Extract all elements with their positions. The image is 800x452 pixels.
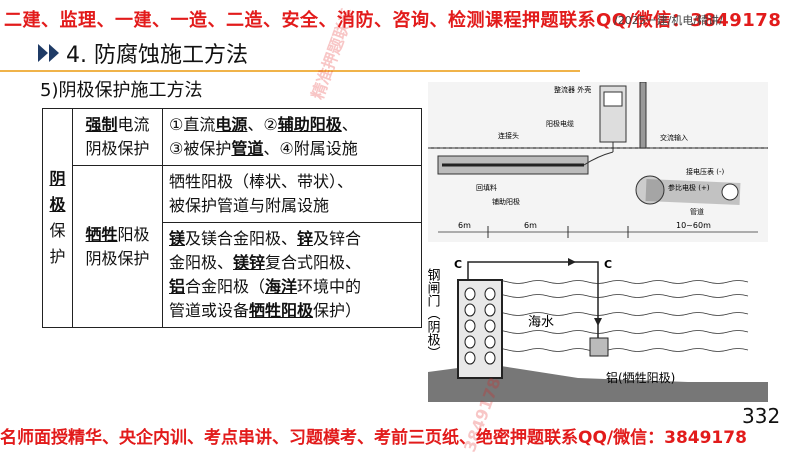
dim-3: 10~60m <box>676 221 711 230</box>
cathodic-protection-diagram: 整流器 外壳 交流输入 连接头 阳极电缆 回填料 铺助阳极 接电压表 (-) 参… <box>428 82 768 402</box>
row-header: 阴 极 保 护 <box>42 108 73 328</box>
row-header-char: 护 <box>49 247 66 266</box>
anode-label: 铺助阳极 <box>492 197 520 206</box>
sacrificial-anode-illustration: C C 海水 铝(牺牲阳极) 钢闸门（阴极） <box>428 254 768 402</box>
seabed <box>428 364 768 402</box>
dc-neg-label: 接电压表 (-) <box>686 167 724 176</box>
row-header-char: 极 <box>49 195 66 214</box>
connection-wire <box>467 261 599 338</box>
title-underline <box>0 70 580 72</box>
dim-2: 6m <box>524 221 537 230</box>
section-title: 4. 防腐蚀施工方法 <box>38 38 248 68</box>
top-banner: 二建、监理、一建、一造、二造、安全、消防、咨询、检测课程押题联系QQ/微信：38… <box>4 10 782 31</box>
impressed-current-illustration: 整流器 外壳 交流输入 连接头 阳极电缆 回填料 铺助阳极 接电压表 (-) 参… <box>428 82 768 242</box>
dim-1: 6m <box>458 221 471 230</box>
row-header-char: 阴 <box>49 169 66 188</box>
ref-label: 参比电极 (+) <box>668 183 710 192</box>
course-tag: /2025一建/机电/精讲/ <box>614 14 723 27</box>
sacrificial-desc-b: 镁及镁合金阳极、锌及锌合 金阳极、镁锌复合式阳极、 铝合金阳极（海洋环境中的 管… <box>162 222 422 328</box>
forced-method-cell: 强制电流 阴极保护 <box>72 108 163 166</box>
anode-label-bottom: 铝(牺牲阳极) <box>606 370 675 385</box>
bottom-banner: 名师面授精华、央企内训、考点串讲、习题模考、考前三页纸、绝密押题联系QQ/微信：… <box>0 428 747 448</box>
sacrificial-method-cell: 牺牲阳极 阴极保护 <box>72 165 163 328</box>
row-header-char: 保 <box>49 221 66 240</box>
pipe <box>635 175 665 205</box>
c-right: C <box>604 258 612 271</box>
ac-input-label: 交流输入 <box>660 133 688 142</box>
section-title-text: 4. 防腐蚀施工方法 <box>66 43 248 68</box>
anode-cable-label: 阳极电缆 <box>546 119 574 128</box>
chevron-icon <box>38 44 48 62</box>
sea-label: 海水 <box>528 315 554 330</box>
rectifier-label: 整流器 外壳 <box>554 85 591 94</box>
subtitle: 5)阴极保护施工方法 <box>40 80 203 101</box>
backfill-label: 回填料 <box>476 183 497 192</box>
connector-label: 连接头 <box>498 131 519 140</box>
aluminum-anode <box>589 337 609 357</box>
pipe-label: 管道 <box>690 207 704 216</box>
chevron-icon <box>49 44 59 62</box>
c-left: C <box>454 258 462 271</box>
sacrificial-desc-a: 牺牲阳极（棒状、带状）、 被保护管道与附属设施 <box>162 165 422 223</box>
gate-label: 钢闸门（阴极） <box>428 268 440 359</box>
forced-desc-cell: ①直流电源、②辅助阳极、 ③被保护管道、④附属设施 <box>162 108 422 166</box>
cathodic-protection-table: 阴 极 保 护 强制电流 阴极保护 ①直流电源、②辅助阳极、 ③被保护管道、④附… <box>42 108 422 328</box>
page-number: 332 <box>742 404 781 428</box>
